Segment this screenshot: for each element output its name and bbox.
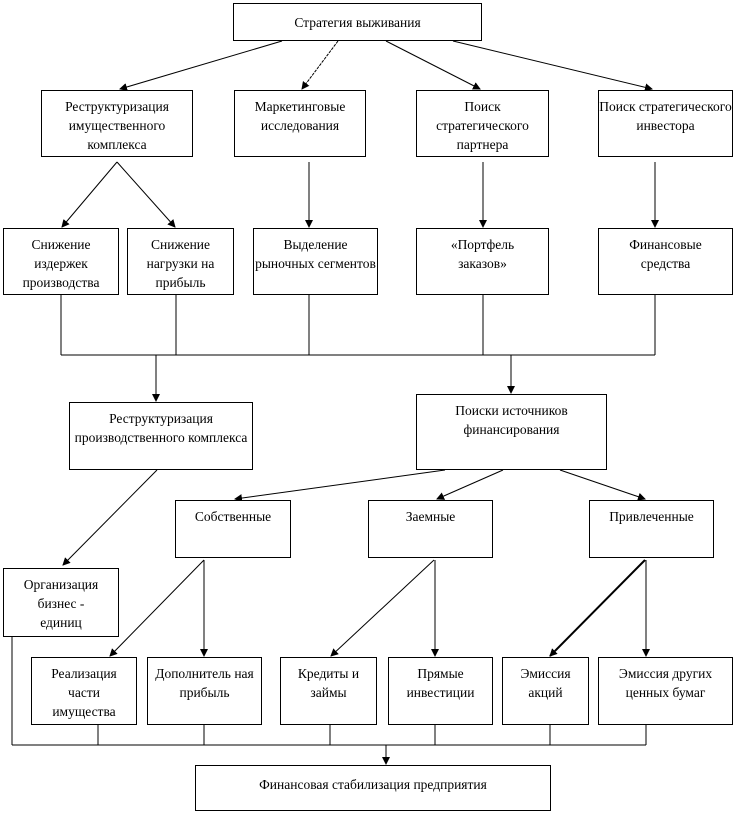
result-box: Выделение рыночных сегментов <box>253 228 378 295</box>
box-label: Поиски источников финансирования <box>455 403 568 437</box>
box-label: Реструктуризация имущественного комплекс… <box>65 99 169 152</box>
box-label: Прямые инвестиции <box>406 666 475 700</box>
box-label: Стратегия выживания <box>294 15 421 30</box>
box-label: Маркетинговые исследования <box>254 99 346 133</box>
direction-box: Маркетинговые исследования <box>234 90 366 157</box>
result-box: Снижение нагрузки на прибыль <box>127 228 234 295</box>
result-box: Финансовые средства <box>598 228 733 295</box>
box-label: Привлеченные <box>609 509 694 524</box>
result-box: Снижение издержек производства <box>3 228 119 295</box>
box-label: Выделение рыночных сегментов <box>255 237 376 271</box>
box-label: Реструктуризация производственного компл… <box>74 411 248 445</box>
instrument-box: Прямые инвестиции <box>388 657 493 725</box>
direction-box: Поиск стратегического инвестора <box>598 90 733 157</box>
box-label: Собственные <box>194 509 272 524</box>
instrument-box: Эмиссия других ценных бумаг <box>598 657 733 725</box>
box-label: Эмиссия других ценных бумаг <box>618 666 713 700</box>
box-label: Заемные <box>405 509 456 524</box>
result-box: «Портфель заказов» <box>416 228 549 295</box>
box-label: Организация бизнес - единиц <box>23 577 99 630</box>
funding-search-box: Поиски источников финансирования <box>416 394 607 470</box>
source-box: Привлеченные <box>589 500 714 558</box>
box-label: Поиск стратегического инвестора <box>599 99 732 133</box>
source-box: Заемные <box>368 500 493 558</box>
direction-box: Реструктуризация имущественного комплекс… <box>41 90 193 157</box>
box-label: Финансовая стабилизация предприятия <box>259 777 487 792</box>
strategy-title-box: Стратегия выживания <box>233 3 482 41</box>
source-box: Собственные <box>175 500 291 558</box>
box-label: Снижение издержек производства <box>22 237 100 290</box>
goal-box: Финансовая стабилизация предприятия <box>195 765 551 811</box>
instrument-box: Дополнитель ная прибыль <box>147 657 262 725</box>
box-label: Дополнитель ная прибыль <box>155 666 254 700</box>
instrument-box: Эмиссия акций <box>502 657 589 725</box>
box-label: Реализация части имущества <box>51 666 117 719</box>
restructuring-box: Реструктуризация производственного компл… <box>69 402 253 470</box>
box-label: «Портфель заказов» <box>450 237 515 271</box>
instrument-box: Реализация части имущества <box>31 657 137 725</box>
box-label: Эмиссия акций <box>520 666 571 700</box>
box-label: Снижение нагрузки на прибыль <box>146 237 215 290</box>
direction-box: Поиск стратегического партнера <box>416 90 549 157</box>
business-units-box: Организация бизнес - единиц <box>3 568 119 637</box>
box-label: Финансовые средства <box>629 237 702 271</box>
box-label: Поиск стратегического партнера <box>436 99 529 152</box>
box-label: Кредиты и займы <box>297 666 360 700</box>
instrument-box: Кредиты и займы <box>280 657 377 725</box>
